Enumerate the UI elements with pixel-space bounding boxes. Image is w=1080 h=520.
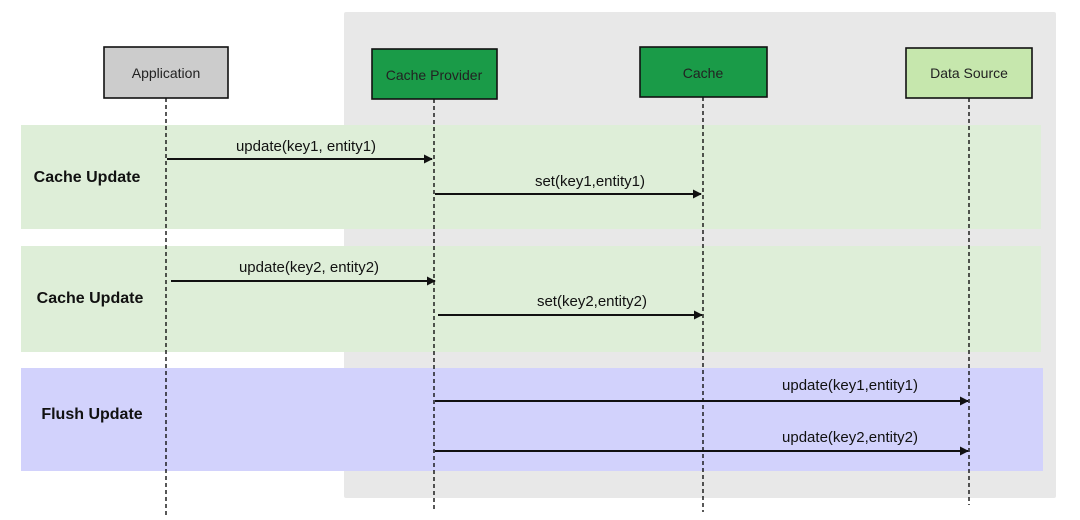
phase-label: Cache Update <box>37 290 144 307</box>
actor-label: Application <box>132 65 201 81</box>
message-label: set(key1,entity1) <box>535 173 645 190</box>
message-label: update(key2, entity2) <box>239 259 379 276</box>
actor-cache: Cache <box>639 46 768 98</box>
actor-box <box>639 46 768 98</box>
phase-band-cache-update-1 <box>21 125 1041 229</box>
message-label: set(key2,entity2) <box>537 293 647 310</box>
actor-box <box>371 48 498 100</box>
actor-application: Application <box>103 46 229 99</box>
phase-label: Flush Update <box>41 406 142 423</box>
phase-label: Cache Update <box>34 169 141 186</box>
actor-label: Cache Provider <box>386 67 483 83</box>
actor-cache-provider: Cache Provider <box>371 48 498 100</box>
actor-label: Data Source <box>930 65 1008 81</box>
phase-band-cache-update-2 <box>21 246 1041 352</box>
actor-box <box>103 46 229 99</box>
actor-data-source: Data Source <box>905 47 1033 99</box>
phase-band-flush-update <box>21 368 1043 471</box>
actor-box <box>905 47 1033 99</box>
actor-label: Cache <box>683 65 724 81</box>
message-label: update(key1,entity1) <box>782 377 918 394</box>
message-label: update(key1, entity1) <box>236 138 376 155</box>
message-label: update(key2,entity2) <box>782 429 918 446</box>
